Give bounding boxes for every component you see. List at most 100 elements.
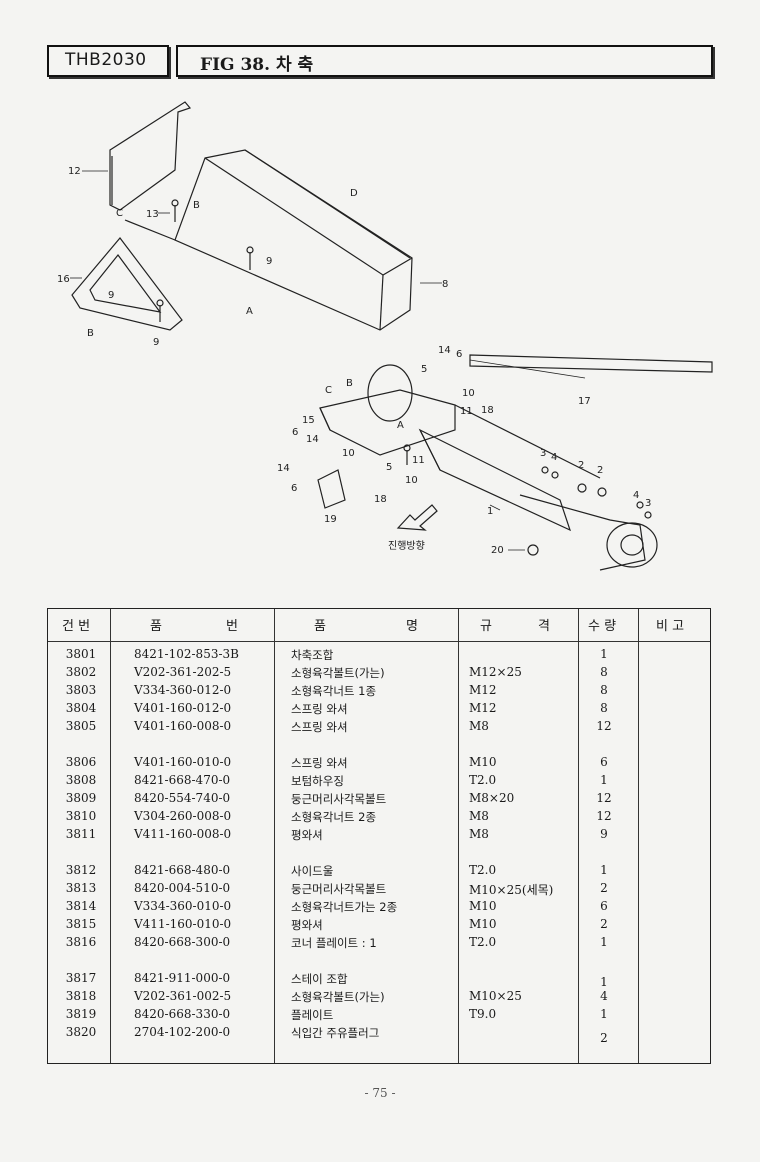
direction-label: 진행방향 <box>388 540 425 552</box>
qty-cell: 2 <box>600 1031 608 1045</box>
svg-text:13: 13 <box>146 209 159 220</box>
figure-code: THB2030 <box>65 50 147 70</box>
item-no-cell: 3817 <box>65 971 97 985</box>
part-no-cell: V401-160-010-0 <box>134 755 232 769</box>
svg-text:12: 12 <box>68 166 81 177</box>
header-spec-a: 규 <box>480 619 492 634</box>
part-no-cell: V202-361-002-5 <box>134 989 232 1003</box>
item-no-cell: 3806 <box>65 755 97 769</box>
item-no-cell: 3814 <box>65 899 97 913</box>
svg-text:14: 14 <box>277 463 290 474</box>
part-name-cell: 사이드울 <box>291 864 334 878</box>
item-no-cell: 3810 <box>65 809 97 823</box>
spec-cell: M8 <box>469 827 489 841</box>
qty-cell: 1 <box>600 773 608 787</box>
part-name-cell: 소형육각볼트(가는) <box>291 990 385 1004</box>
svg-text:2: 2 <box>597 465 603 476</box>
qty-cell: 8 <box>600 701 608 715</box>
svg-text:6: 6 <box>456 349 462 360</box>
qty-cell: 4 <box>600 989 608 1003</box>
qty-cell: 12 <box>596 719 612 733</box>
svg-text:B: B <box>346 378 353 389</box>
svg-text:8: 8 <box>442 279 448 290</box>
part-name-cell: 스테이 조합 <box>291 972 348 986</box>
page-number: - 75 - <box>364 1086 396 1100</box>
part-no-cell: V304-260-008-0 <box>134 809 232 823</box>
header-spec-b: 격 <box>538 619 550 634</box>
qty-cell: 1 <box>600 935 608 949</box>
qty-cell: 8 <box>600 683 608 697</box>
item-no-cell: 3811 <box>65 827 97 841</box>
part-no-cell: 2704-102-200-0 <box>134 1025 231 1039</box>
part-name-cell: 플레이트 <box>291 1008 334 1022</box>
qty-cell: 9 <box>600 827 608 841</box>
part-no-cell: 8420-554-740-0 <box>134 791 231 805</box>
part-name-cell: 스프링 와셔 <box>291 702 348 716</box>
spec-cell: M10 <box>469 917 497 931</box>
figure-title: FIG 38. 차 축 <box>200 55 314 75</box>
svg-text:20: 20 <box>491 545 504 556</box>
part-name-cell: 차축조합 <box>291 648 334 662</box>
part-no-cell: V334-360-012-0 <box>134 683 232 697</box>
svg-text:15: 15 <box>302 415 315 426</box>
qty-cell: 8 <box>600 665 608 679</box>
item-no-cell: 3818 <box>65 989 97 1003</box>
part-name-cell: 소형육각너트 2종 <box>291 810 377 824</box>
item-no-cell: 3813 <box>65 881 97 895</box>
item-no-cell: 3820 <box>65 1025 97 1039</box>
part-no-cell: 8421-102-853-3B <box>134 647 239 661</box>
svg-text:9: 9 <box>108 290 114 301</box>
item-no-cell: 3803 <box>65 683 97 697</box>
part-no-cell: 8420-668-330-0 <box>134 1007 231 1021</box>
qty-cell: 12 <box>596 791 612 805</box>
part-name-cell: 스프링 와셔 <box>291 720 348 734</box>
part-no-cell: V202-361-202-5 <box>134 665 232 679</box>
qty-cell: 2 <box>600 917 608 931</box>
svg-text:6: 6 <box>292 427 298 438</box>
svg-text:10: 10 <box>462 388 475 399</box>
part-name-cell: 식입간 주유플러그 <box>291 1026 380 1040</box>
svg-text:18: 18 <box>374 494 387 505</box>
spec-cell: M12 <box>469 683 497 697</box>
spec-cell: T9.0 <box>469 1007 497 1021</box>
spec-cell: M8 <box>469 719 489 733</box>
part-name-cell: 평와셔 <box>291 828 323 842</box>
qty-cell: 12 <box>596 809 612 823</box>
table-row: 3818 V202-361-002-5 소형육각볼트(가는) M10×25 4 <box>48 989 710 1007</box>
spec-cell: T2.0 <box>469 935 497 949</box>
part-no-cell: 8420-668-300-0 <box>134 935 231 949</box>
svg-text:2: 2 <box>578 460 584 471</box>
svg-text:10: 10 <box>342 448 355 459</box>
spec-cell: M10×25 <box>469 989 522 1003</box>
item-no-cell: 3801 <box>65 647 97 661</box>
table-row: 3810 V304-260-008-0 소형육각너트 2종 M8 12 <box>48 809 710 827</box>
item-no-cell: 3808 <box>65 773 97 787</box>
svg-text:D: D <box>350 188 358 199</box>
svg-text:4: 4 <box>633 490 639 501</box>
header-part-no-a: 품 <box>150 619 162 634</box>
svg-text:6: 6 <box>291 483 297 494</box>
item-no-cell: 3809 <box>65 791 97 805</box>
spec-cell: M8 <box>469 809 489 823</box>
svg-text:14: 14 <box>306 434 319 445</box>
svg-text:19: 19 <box>324 514 337 525</box>
svg-text:11: 11 <box>412 455 425 466</box>
svg-text:14: 14 <box>438 345 451 356</box>
item-no-cell: 3815 <box>65 917 97 931</box>
part-name-cell: 둥근머리사각목볼트 <box>291 882 387 896</box>
svg-text:18: 18 <box>481 405 494 416</box>
header-qty: 수 량 <box>588 619 617 634</box>
header-name-a: 품 <box>314 619 326 634</box>
